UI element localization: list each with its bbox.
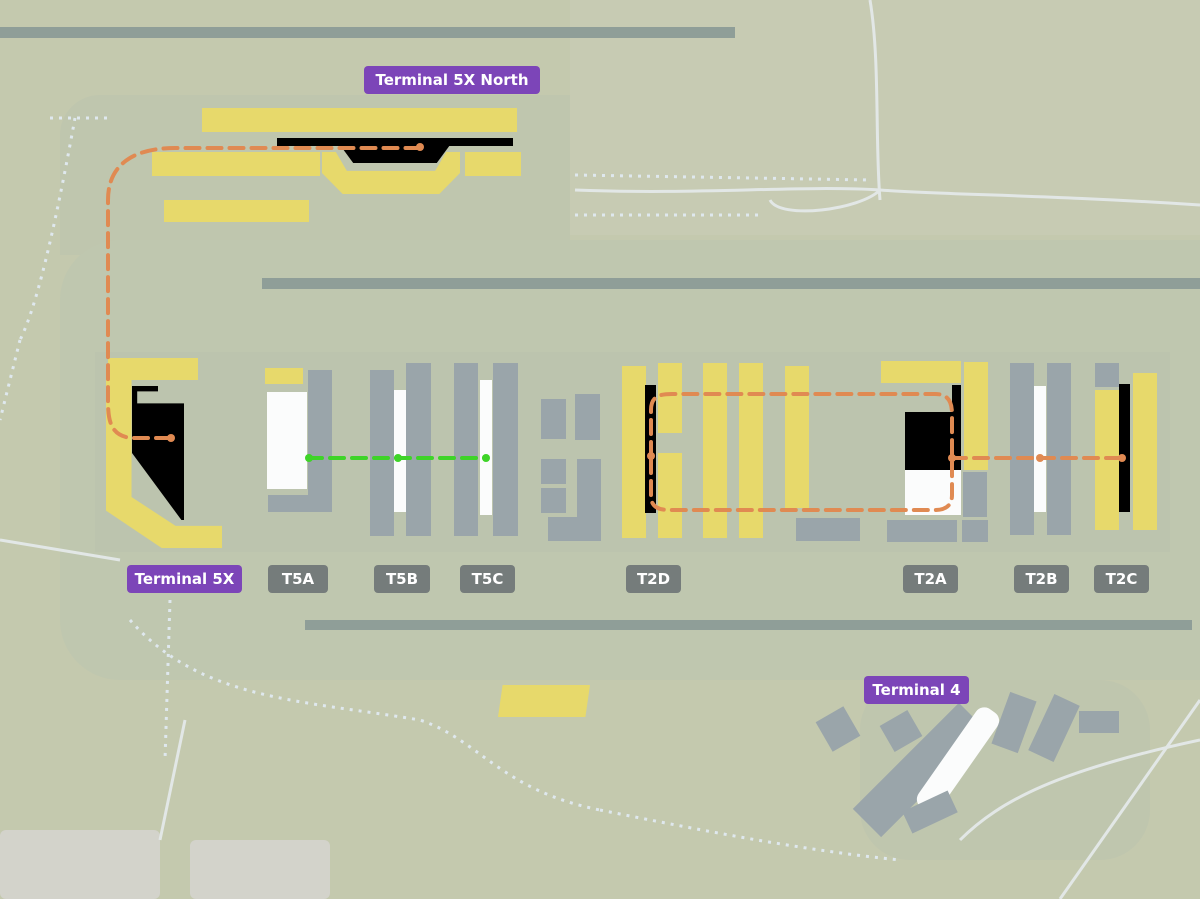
building-block-6 <box>548 517 601 541</box>
label-terminal-4: Terminal 4 <box>864 676 969 704</box>
t2a-stand-east <box>964 362 988 470</box>
t5x-north-stand-1 <box>202 108 517 132</box>
t2a-stand-top <box>881 361 961 383</box>
t2b-pier-east <box>1047 363 1071 535</box>
proposed-transit-loop <box>649 392 954 512</box>
building-block-2 <box>575 394 600 440</box>
t2a-pier-east <box>963 472 987 517</box>
label-t5a: T5A <box>268 565 328 593</box>
label-t5b: T5B <box>374 565 430 593</box>
t5c-pier-east <box>493 363 518 536</box>
station-t5b <box>394 454 402 462</box>
label-t2d: T2D <box>626 565 681 593</box>
station-t2b <box>1036 454 1044 462</box>
t5b-pier-west <box>370 370 394 536</box>
building-block-3 <box>541 459 566 484</box>
runway-north <box>0 27 735 38</box>
t2d-stand-2a <box>658 363 682 433</box>
field-southwest-1 <box>0 830 160 899</box>
t5c-building <box>480 380 492 515</box>
t2a-block-south <box>887 520 957 542</box>
taxiway-north <box>262 278 1200 289</box>
building-block-4 <box>541 488 566 513</box>
t2b-pier-west <box>1010 363 1034 535</box>
t5x-north-stand-5 <box>164 200 309 222</box>
t2-building-block-a <box>796 518 860 541</box>
t2c-building <box>1119 384 1130 512</box>
t5x-north-stand-2 <box>152 152 320 176</box>
t2d-stand-1 <box>622 366 646 538</box>
t5c-pier-west <box>454 363 478 536</box>
label-t5c: T5C <box>460 565 515 593</box>
t2a-block-southeast <box>962 520 988 542</box>
t5b-building <box>394 390 406 512</box>
t2d-stand-5 <box>785 366 809 508</box>
field-southwest-2 <box>190 840 330 899</box>
station-t5c <box>482 454 490 462</box>
t5x-stand-top <box>108 358 198 380</box>
t5a-pier-base <box>268 495 332 512</box>
t5b-pier-east <box>406 363 431 536</box>
proposed-transit-t5x-to-north <box>106 146 422 440</box>
t2c-pier-top <box>1095 363 1119 387</box>
building-block-1 <box>541 399 566 439</box>
urban-area-northeast <box>570 0 1200 235</box>
label-terminal-5x: Terminal 5X <box>127 565 242 593</box>
station-t5x-north <box>416 143 424 151</box>
t5x-north-stand-4 <box>465 152 521 176</box>
south-remote-stand <box>498 685 590 717</box>
station-t2c <box>1118 454 1126 462</box>
t2b-building <box>1034 386 1046 512</box>
t5a-stand <box>265 368 303 384</box>
t2d-stand-2b <box>658 453 682 538</box>
station-t5x <box>167 434 175 442</box>
label-terminal-5x-north: Terminal 5X North <box>364 66 540 94</box>
t5a-pier <box>308 370 332 512</box>
label-t2a: T2A <box>903 565 958 593</box>
label-t2c: T2C <box>1094 565 1149 593</box>
station-t2a <box>948 454 956 462</box>
station-t5a <box>305 454 313 462</box>
t5a-building <box>267 392 307 489</box>
t2c-stand-east <box>1133 373 1157 530</box>
t4-block-east <box>1079 711 1119 733</box>
t5x-north-building <box>277 138 513 146</box>
station-t2d <box>647 452 655 460</box>
runway-south <box>305 620 1192 630</box>
label-t2b: T2B <box>1014 565 1069 593</box>
